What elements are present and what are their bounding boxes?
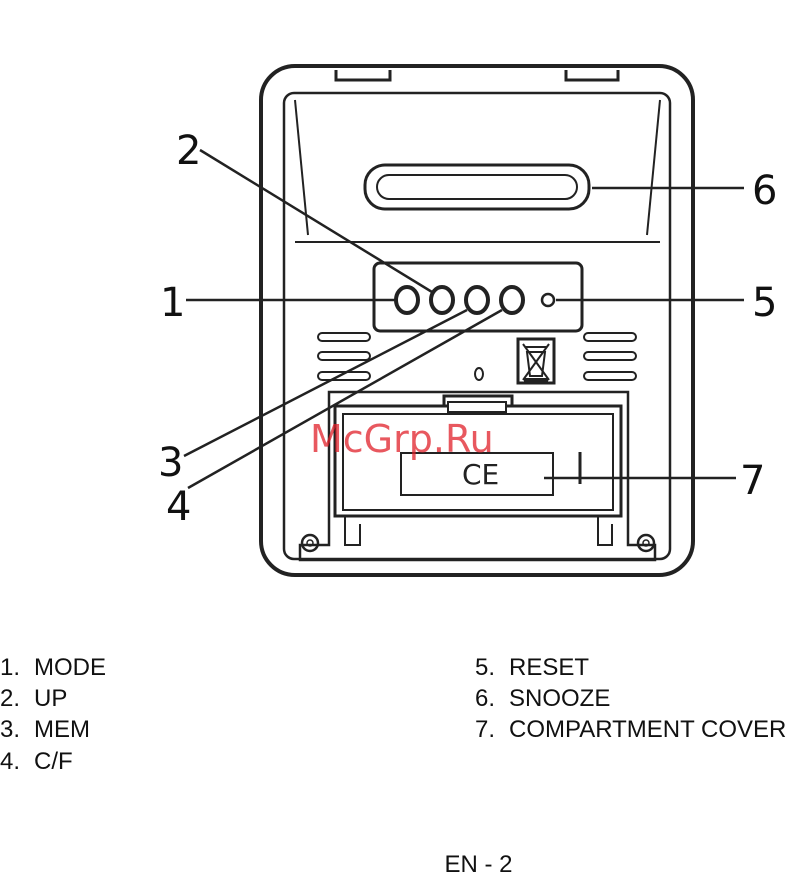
- legend-number: 2.: [0, 685, 34, 713]
- page-footer: EN - 2: [0, 851, 809, 875]
- mode-button: [396, 287, 418, 313]
- legend-item-cf: 4.C/F: [0, 748, 73, 776]
- legend-label: C/F: [34, 748, 73, 775]
- screw-hole: [475, 368, 483, 380]
- up-button: [431, 287, 453, 313]
- legend-number: 7.: [475, 716, 509, 744]
- legend-item-snooze: 6.SNOOZE: [475, 685, 610, 713]
- callout-2: 2: [176, 128, 201, 174]
- legend-number: 4.: [0, 748, 34, 776]
- watermark: McGrp.Ru: [310, 417, 494, 461]
- callout-4: 4: [166, 484, 191, 530]
- reset-hole: [542, 294, 554, 306]
- snooze-bar: [365, 165, 589, 209]
- device-back-diagram: CE 1 2 3 4 5 6 7 McGrp.Ru: [0, 0, 809, 620]
- ce-mark-icon: CE: [462, 458, 499, 491]
- legend-number: 3.: [0, 716, 34, 744]
- callout-5: 5: [752, 280, 777, 326]
- legend-item-reset: 5.RESET: [475, 654, 589, 682]
- legend-item-mem: 3.MEM: [0, 716, 90, 744]
- legend-label: MEM: [34, 716, 90, 743]
- legend-item-mode: 1.MODE: [0, 654, 106, 682]
- legend-item-up: 2.UP: [0, 685, 67, 713]
- button-panel: [374, 263, 582, 331]
- callout-6: 6: [752, 168, 777, 214]
- legend-label: RESET: [509, 654, 589, 681]
- corner-screw-left: [302, 535, 318, 551]
- callout-7: 7: [740, 458, 765, 504]
- legend-number: 5.: [475, 654, 509, 682]
- cf-button: [501, 287, 523, 313]
- corner-screw-right: [638, 535, 654, 551]
- legend-label: MODE: [34, 654, 106, 681]
- callout-1: 1: [160, 280, 185, 326]
- legend-label: UP: [34, 685, 67, 712]
- legend-label: SNOOZE: [509, 685, 610, 712]
- weee-bin-icon: [518, 339, 554, 383]
- legend-number: 1.: [0, 654, 34, 682]
- vent-slots-right: [584, 333, 636, 380]
- page-number: EN - 2: [444, 851, 512, 875]
- mem-button: [466, 287, 488, 313]
- top-tab-left: [336, 70, 390, 80]
- top-tab-right: [566, 70, 618, 80]
- svg-text:CE: CE: [462, 458, 499, 491]
- callout-3: 3: [158, 440, 183, 486]
- legend-item-compartment-cover: 7.COMPARTMENT COVER: [475, 716, 786, 744]
- legend-label: COMPARTMENT COVER: [509, 716, 786, 743]
- legend-number: 6.: [475, 685, 509, 713]
